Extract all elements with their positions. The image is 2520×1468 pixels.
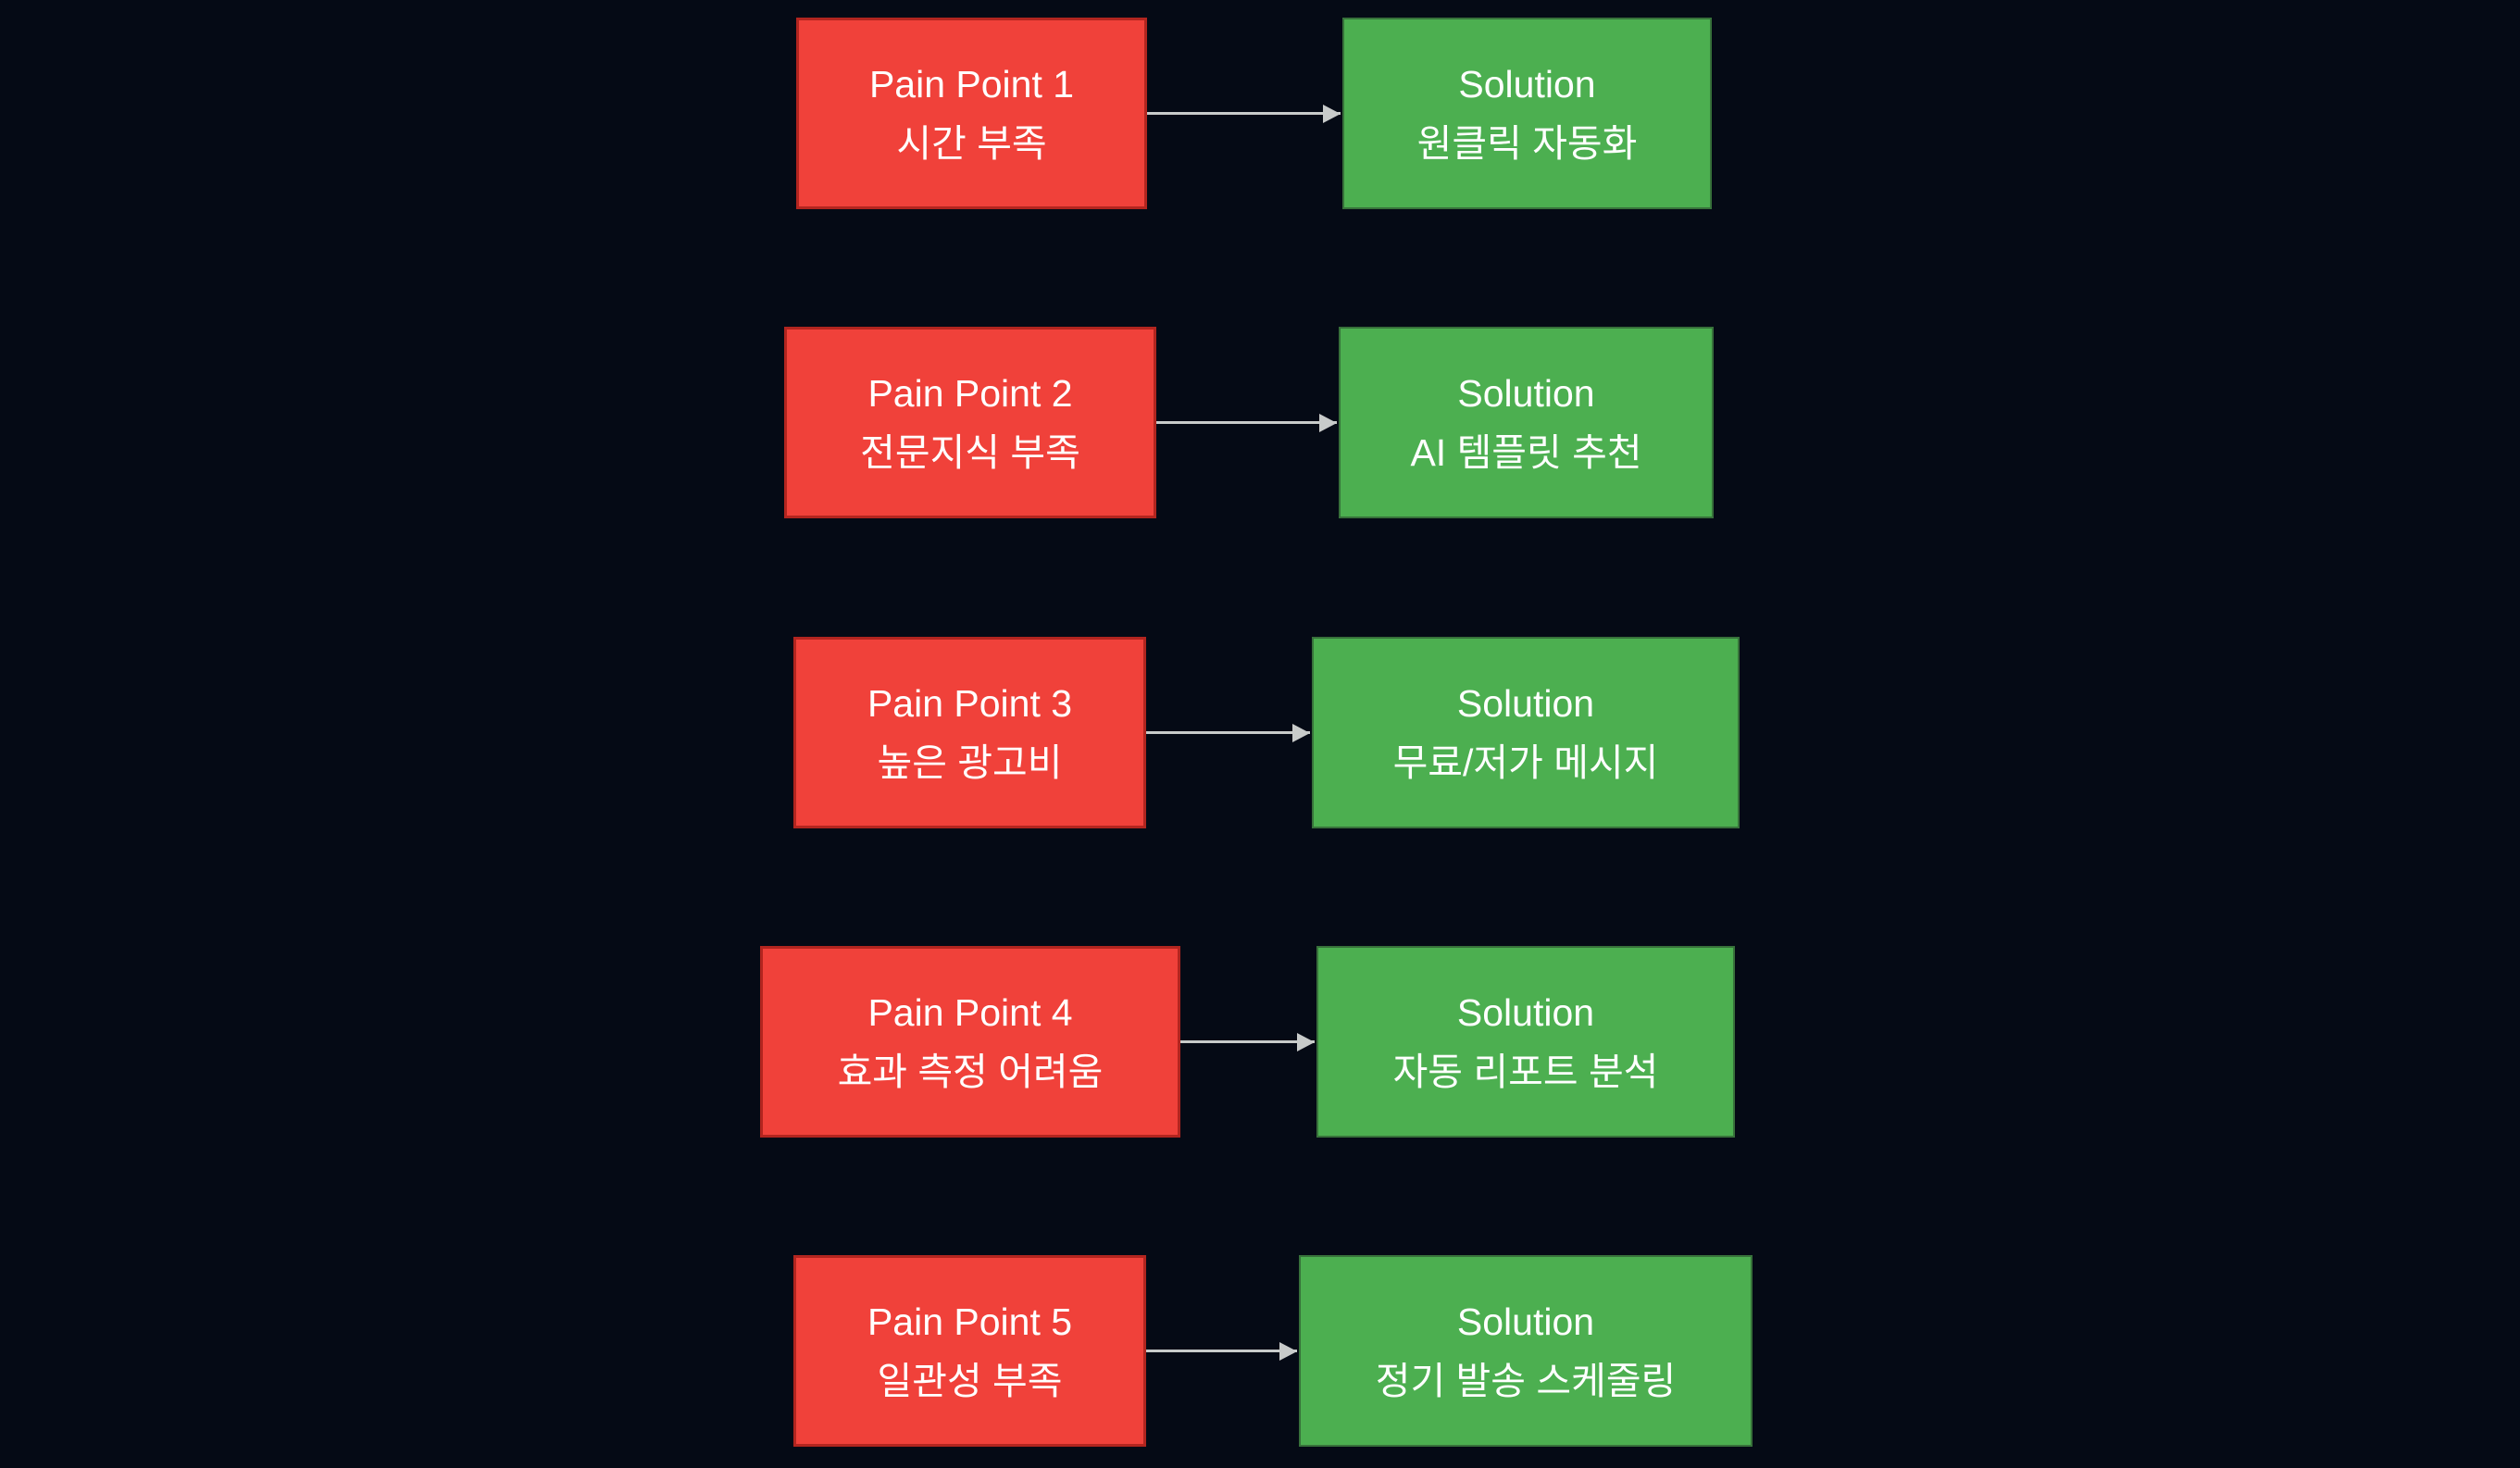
solution-3-desc: 무료/저가 메시지 — [1392, 740, 1659, 784]
arrow-connector-4 — [1180, 1032, 1315, 1051]
mapping-row-4: Pain Point 4 효과 측정 어려움 Solution 자동 리포트 분… — [0, 946, 2520, 1138]
solution-4-desc: 자동 리포트 분석 — [1392, 1050, 1659, 1093]
pain-point-5-desc: 일관성 부족 — [877, 1359, 1063, 1402]
pain-point-2-title: Pain Point 2 — [867, 371, 1073, 415]
solution-2-desc: AI 템플릿 추천 — [1410, 430, 1642, 474]
pain-point-5-box: Pain Point 5 일관성 부족 — [793, 1255, 1146, 1447]
pain-point-4-box: Pain Point 4 효과 측정 어려움 — [760, 946, 1180, 1138]
arrowhead-icon — [1292, 723, 1310, 742]
pain-point-1-box: Pain Point 1 시간 부족 — [796, 18, 1147, 209]
pain-point-2-box: Pain Point 2 전문지식 부족 — [784, 327, 1156, 518]
pain-point-2-desc: 전문지식 부족 — [860, 430, 1080, 474]
solution-3-title: Solution — [1456, 681, 1595, 725]
pain-point-5-title: Pain Point 5 — [867, 1300, 1073, 1343]
solution-2-title: Solution — [1457, 371, 1595, 415]
arrow-connector-5 — [1146, 1341, 1297, 1361]
pain-point-3-desc: 높은 광고비 — [877, 740, 1063, 784]
pain-point-4-title: Pain Point 4 — [867, 990, 1073, 1034]
solution-5-title: Solution — [1456, 1300, 1595, 1343]
solution-1-desc: 원클릭 자동화 — [1416, 121, 1638, 165]
arrowhead-icon — [1323, 104, 1341, 123]
solution-1-title: Solution — [1458, 62, 1596, 106]
pain-point-3-box: Pain Point 3 높은 광고비 — [793, 637, 1146, 828]
solution-3-box: Solution 무료/저가 메시지 — [1312, 637, 1740, 828]
arrow-connector-3 — [1146, 723, 1310, 742]
solution-1-box: Solution 원클릭 자동화 — [1342, 18, 1712, 209]
mapping-row-5: Pain Point 5 일관성 부족 Solution 정기 발송 스케줄링 — [0, 1255, 2520, 1447]
arrowhead-icon — [1297, 1032, 1315, 1051]
pain-point-4-desc: 효과 측정 어려움 — [837, 1050, 1104, 1093]
solution-4-title: Solution — [1456, 990, 1595, 1034]
mapping-row-1: Pain Point 1 시간 부족 Solution 원클릭 자동화 — [0, 18, 2520, 209]
mapping-row-3: Pain Point 3 높은 광고비 Solution 무료/저가 메시지 — [0, 637, 2520, 828]
solution-2-box: Solution AI 템플릿 추천 — [1339, 327, 1714, 518]
solution-5-desc: 정기 발송 스케줄링 — [1375, 1359, 1677, 1402]
arrowhead-icon — [1279, 1341, 1297, 1361]
pain-point-3-title: Pain Point 3 — [867, 681, 1073, 725]
solution-5-box: Solution 정기 발송 스케줄링 — [1299, 1255, 1753, 1447]
arrow-connector-2 — [1156, 413, 1337, 432]
mapping-row-2: Pain Point 2 전문지식 부족 Solution AI 템플릿 추천 — [0, 327, 2520, 518]
pain-point-1-desc: 시간 부족 — [896, 121, 1047, 165]
solution-4-box: Solution 자동 리포트 분석 — [1316, 946, 1735, 1138]
arrowhead-icon — [1319, 413, 1337, 432]
pain-point-1-title: Pain Point 1 — [868, 62, 1075, 106]
arrow-connector-1 — [1147, 104, 1341, 123]
